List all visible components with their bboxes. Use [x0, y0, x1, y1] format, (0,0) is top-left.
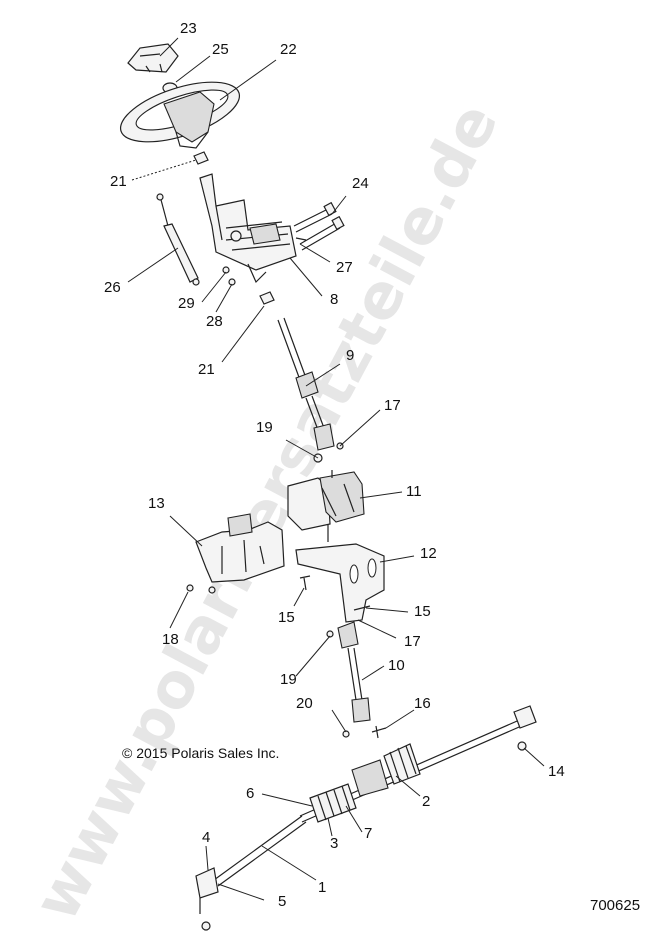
callout-17-lower: 17 [404, 633, 421, 650]
part-21-bushing-lower [259, 291, 275, 305]
callout-27: 27 [336, 259, 353, 276]
callout-8: 8 [330, 291, 338, 308]
callout-14: 14 [548, 763, 565, 780]
watermark: www.polarisersatzteile.de [19, 91, 512, 932]
callout-28: 28 [206, 313, 223, 330]
callout-3: 3 [330, 835, 338, 852]
diagram-id: 700625 [590, 897, 640, 914]
callout-15-right: 15 [414, 603, 431, 620]
copyright-text: © 2015 Polaris Sales Inc. [122, 745, 279, 761]
part-8-column-bracket [199, 173, 297, 284]
part-15-bolt-left [299, 575, 311, 591]
callout-13: 13 [148, 495, 165, 512]
callout-15-left: 15 [278, 609, 295, 626]
callout-19-upper: 19 [256, 419, 273, 436]
part-20-nut [342, 730, 350, 738]
callout-11: 11 [406, 483, 422, 500]
part-24-bolts [293, 201, 345, 251]
callout-labels: 23 25 22 21 24 26 27 29 28 8 21 9 17 19 … [104, 20, 565, 910]
part-18-screw-b [208, 586, 216, 594]
part-2-steering-rack [299, 717, 527, 823]
part-11-power-steering-unit [287, 470, 365, 542]
callout-21-lower: 21 [198, 361, 215, 378]
part-29-nut [222, 266, 230, 274]
leader-lines [127, 37, 545, 901]
callout-16: 16 [414, 695, 431, 712]
callout-29: 29 [178, 295, 195, 312]
part-13-shield [195, 513, 285, 583]
part-14-tie-rod-end-right [513, 705, 537, 751]
part-18-screw [186, 584, 194, 592]
callout-18: 18 [162, 631, 179, 648]
part-22-steering-wheel [119, 81, 241, 149]
callout-6: 6 [246, 785, 254, 802]
callout-5: 5 [278, 893, 286, 910]
part-1-tie-rod-left [195, 815, 307, 931]
callout-21-upper: 21 [110, 173, 127, 190]
callout-9: 9 [346, 347, 354, 364]
callout-10: 10 [388, 657, 405, 674]
callout-4: 4 [202, 829, 210, 846]
callout-24: 24 [352, 175, 369, 192]
part-27-screw [295, 237, 307, 241]
part-10-lower-shaft [326, 621, 371, 723]
part-16-bolt [371, 725, 387, 739]
part-12-mount-bracket [295, 543, 385, 623]
part-9-upper-shaft [277, 317, 344, 463]
callout-2: 2 [422, 793, 430, 810]
callout-12: 12 [420, 545, 437, 562]
callout-22: 22 [280, 41, 297, 58]
callout-20: 20 [296, 695, 313, 712]
part-26-gas-strut [156, 193, 200, 286]
part-15-bolt-right [353, 605, 371, 611]
callout-1: 1 [318, 879, 326, 896]
callout-25: 25 [212, 41, 229, 58]
part-21-bushing-upper [193, 151, 209, 165]
callout-19-lower: 19 [280, 671, 297, 688]
callout-23: 23 [180, 20, 197, 37]
callout-26: 26 [104, 279, 121, 296]
part-23-cap [127, 43, 179, 73]
callout-7: 7 [364, 825, 372, 842]
callout-17-upper: 17 [384, 397, 401, 414]
